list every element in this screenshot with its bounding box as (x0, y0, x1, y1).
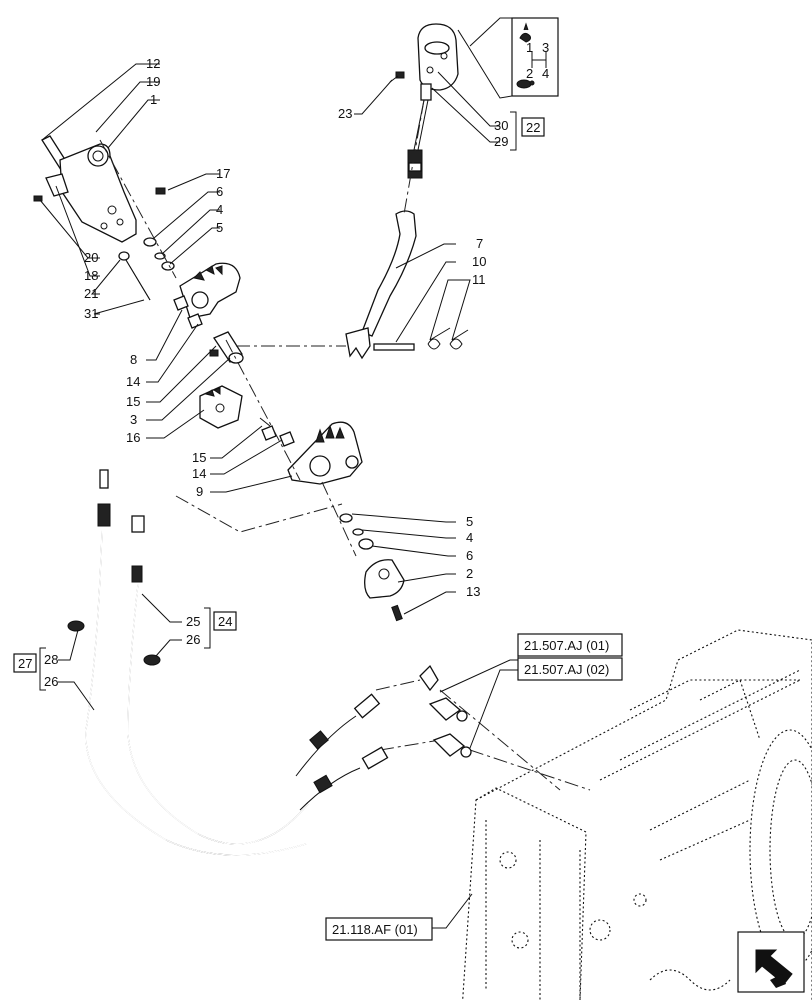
callout-11: 11 (472, 272, 486, 287)
callout-5: 5 (216, 220, 223, 235)
callout-5-lower: 5 (466, 514, 473, 529)
callout-21: 21 (84, 286, 98, 301)
callout-3: 3 (130, 412, 137, 427)
callout-24: 24 (218, 614, 232, 629)
callout-10: 10 (472, 254, 486, 269)
cable-ends (295, 693, 389, 811)
callout-16: 16 (126, 430, 140, 445)
housing-16 (199, 385, 243, 429)
callout-8: 8 (130, 352, 137, 367)
reference-boxes: 21.507.AJ (01) 21.507.AJ (02) 21.118.AF … (325, 633, 623, 941)
callout-29: 29 (494, 134, 508, 149)
transmission-levers (419, 664, 472, 758)
callout-18: 18 (84, 268, 98, 283)
axis-lines (99, 99, 591, 791)
callout-12: 12 (146, 56, 160, 71)
cable-left (85, 469, 307, 856)
washers-lower (339, 513, 374, 550)
callout-19: 19 (146, 74, 160, 89)
leader-lines (39, 63, 518, 929)
callout-28: 28 (44, 652, 58, 667)
callout-box-24 (213, 611, 237, 631)
callout-4: 4 (216, 202, 223, 217)
ref-21-507-aj-02: 21.507.AJ (02) (524, 662, 609, 677)
callout-15: 15 (126, 394, 140, 409)
callout-17: 17 (216, 166, 230, 181)
callout-6-lower: 6 (466, 548, 473, 563)
callout-box-22 (521, 117, 545, 137)
transmission-housing (462, 629, 812, 1000)
arrow-icon[interactable] (737, 931, 805, 993)
callout-25: 25 (186, 614, 200, 629)
callout-20: 20 (84, 250, 98, 265)
turtle-icon (516, 79, 535, 89)
rabbit-icon (519, 22, 531, 43)
callout-6: 6 (216, 184, 223, 199)
callout-7: 7 (476, 236, 483, 251)
callout-4-lower: 4 (466, 530, 473, 545)
ref-21-507-aj-01: 21.507.AJ (01) (524, 638, 609, 653)
callout-31: 31 (84, 306, 98, 321)
ref-box-3 (325, 917, 433, 941)
callouts: 12 19 1 17 6 4 5 20 18 21 31 23 30 29 22… (13, 56, 545, 689)
callout-9: 9 (196, 484, 203, 499)
bracket-assembly (33, 135, 166, 243)
ref-box-2 (517, 657, 623, 681)
selector-housing-upper (173, 262, 241, 329)
callout-14: 14 (126, 374, 140, 389)
callout-23: 23 (338, 106, 352, 121)
shift-pin-3 (209, 331, 244, 364)
shift-pattern-inset: 1 3 2 4 (457, 17, 559, 99)
callout-26-left: 26 (44, 674, 58, 689)
bolt-31 (118, 251, 151, 301)
shift-4: 4 (542, 66, 549, 81)
callout-27: 27 (18, 656, 32, 671)
callout-22: 22 (526, 120, 540, 135)
callout-14-lower: 14 (192, 466, 206, 481)
washers-upper (143, 237, 175, 271)
callout-box-27 (13, 653, 37, 673)
shift-1: 1 (526, 40, 533, 55)
callout-30: 30 (494, 118, 508, 133)
callout-1: 1 (150, 92, 157, 107)
cam-2 (364, 559, 405, 622)
callout-26: 26 (186, 632, 200, 647)
callout-15-lower: 15 (192, 450, 206, 465)
ref-box-1 (517, 633, 623, 657)
grommets (67, 620, 161, 666)
callout-13: 13 (466, 584, 480, 599)
selector-plate-9 (259, 417, 363, 485)
shift-3: 3 (542, 40, 549, 55)
ref-21-118-af-01: 21.118.AF (01) (332, 922, 418, 937)
cable-right (127, 515, 309, 845)
pin-10 (373, 343, 415, 351)
spring-clips-11 (427, 327, 469, 350)
shift-2: 2 (526, 66, 533, 81)
callout-2: 2 (466, 566, 473, 581)
gear-lever (345, 23, 459, 360)
